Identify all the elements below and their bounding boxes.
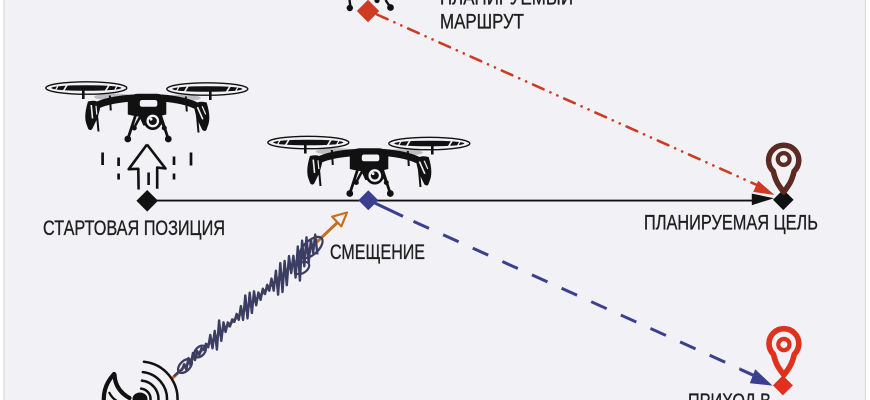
svg-text:ПЛАНИРУЕМАЯ ЦЕЛЬ: ПЛАНИРУЕМАЯ ЦЕЛЬ [644,212,818,235]
svg-text:МАРШРУТ: МАРШРУТ [440,11,524,34]
svg-text:ПРИХОД В: ПРИХОД В [688,390,771,400]
svg-text:ПЛАНИРУЕМЫЙ: ПЛАНИРУЕМЫЙ [440,0,573,10]
svg-text:СТАРТОВАЯ ПОЗИЦИЯ: СТАРТОВАЯ ПОЗИЦИЯ [43,217,225,240]
svg-text:СМЕЩЕНИЕ: СМЕЩЕНИЕ [330,241,425,264]
